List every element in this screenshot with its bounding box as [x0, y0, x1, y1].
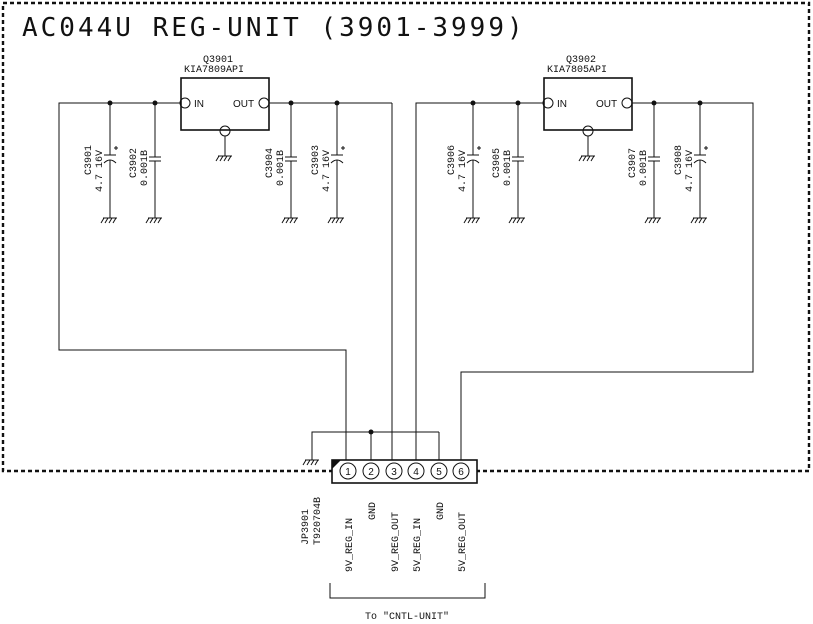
regulator-q3902: Q3902 KIA7805API IN OUT: [542, 55, 633, 137]
wires-reg2: [415, 100, 754, 460]
wires-reg1: [58, 100, 393, 460]
capacitor-c3907: C3907 0.001B: [628, 103, 661, 224]
connector-pin-4: [407, 462, 425, 480]
connector-body: [331, 459, 478, 484]
regulator-q3901: Q3901 KIA7809API IN OUT: [179, 55, 270, 137]
capacitor-ref: C3905: [492, 148, 503, 178]
signal-labels: 9V_REG_IN GND 9V_REG_OUT 5V_REG_IN GND 5…: [345, 502, 469, 572]
regulator-ref: Q3901: [203, 55, 233, 66]
connector-part: T920704B: [313, 497, 324, 545]
regulator-part: KIA7805API: [547, 65, 607, 76]
signal-label: 5V_REG_OUT: [458, 512, 469, 572]
capacitor-c3906: C3906 4.7 16V: [447, 103, 481, 224]
signal-label: 9V_REG_IN: [345, 518, 356, 572]
regulator-gnd-pin: [219, 125, 231, 137]
ground-icon: [281, 217, 298, 224]
unit-title: AC044U REG-UNIT (3901-3999): [22, 13, 526, 43]
ground-icon: [463, 217, 480, 224]
connector-pin-3: [385, 462, 403, 480]
pin-number: 5: [436, 467, 442, 478]
pin1-marker: [332, 460, 341, 469]
ground-icon: [100, 217, 117, 224]
destination-label: To "CNTL-UNIT": [365, 611, 449, 623]
regulator-out-label: OUT: [233, 99, 254, 110]
signal-label: 5V_REG_IN: [413, 518, 424, 572]
regulator-part: KIA7809API: [184, 65, 244, 76]
capacitor-c3908: C3908 4.7 16V: [674, 103, 708, 224]
capacitor-ref: C3903: [311, 145, 322, 175]
destination-bracket: To "CNTL-UNIT": [329, 583, 486, 623]
connector-pin-6: [452, 462, 470, 480]
regulator-in-label: IN: [194, 99, 204, 110]
capacitor-value: 0.001B: [639, 150, 650, 186]
capacitor-c3905: C3905 0.001B: [492, 103, 525, 224]
capacitor-ref: C3906: [447, 145, 458, 175]
regulator-in-label: IN: [557, 99, 567, 110]
ground-icon: [327, 217, 344, 224]
capacitor-ref: C3902: [129, 148, 140, 178]
capacitor-c3902: C3902 0.001B: [129, 103, 162, 224]
capacitor-ref: C3907: [628, 148, 639, 178]
capacitor-value: 4.7 16V: [458, 150, 469, 192]
pin-number: 4: [413, 467, 419, 478]
capacitor-value: 4.7 16V: [685, 150, 696, 192]
junction-dot: [368, 429, 374, 435]
capacitor-c3903: C3903 4.7 16V: [311, 103, 345, 224]
capacitor-value: 0.001B: [276, 150, 287, 186]
ground-icon: [215, 155, 232, 162]
regulator-out-pin: [621, 97, 633, 109]
signal-label: GND: [368, 502, 379, 520]
signal-label: GND: [436, 502, 447, 520]
ground-icon: [644, 217, 661, 224]
capacitor-ref: C3904: [265, 148, 276, 178]
connector-pin-1: [339, 462, 357, 480]
capacitor-ref: C3901: [84, 145, 95, 175]
capacitor-value: 0.001B: [503, 150, 514, 186]
ground-icon: [578, 155, 595, 162]
capacitor-ref: C3908: [674, 145, 685, 175]
pin-number: 1: [345, 467, 351, 478]
capacitor-value: 0.001B: [140, 150, 151, 186]
pin-number: 3: [391, 467, 397, 478]
connector-jp3901: 1 2 3 4 5 6 JP3901 T920704B: [301, 429, 478, 545]
connector-ref: JP3901: [301, 509, 312, 545]
pin-number: 6: [458, 467, 464, 478]
capacitor-c3904: C3904 0.001B: [265, 103, 298, 224]
regulator-out-pin: [258, 97, 270, 109]
regulator-out-label: OUT: [596, 99, 617, 110]
ground-icon: [145, 217, 162, 224]
capacitor-c3901: C3901 4.7 16V: [84, 103, 118, 224]
signal-label: 9V_REG_OUT: [391, 512, 402, 572]
connector-pin-2: [362, 462, 380, 480]
ground-icon: [508, 217, 525, 224]
regulator-gnd-pin: [582, 125, 594, 137]
capacitor-value: 4.7 16V: [322, 150, 333, 192]
unit-boundary: [1, 1, 811, 473]
ground-icon: [690, 217, 707, 224]
connector-pin-5: [430, 462, 448, 480]
ground-icon: [302, 459, 319, 466]
pin-number: 2: [368, 467, 374, 478]
regulator-ref: Q3902: [566, 55, 596, 66]
capacitor-value: 4.7 16V: [95, 150, 106, 192]
